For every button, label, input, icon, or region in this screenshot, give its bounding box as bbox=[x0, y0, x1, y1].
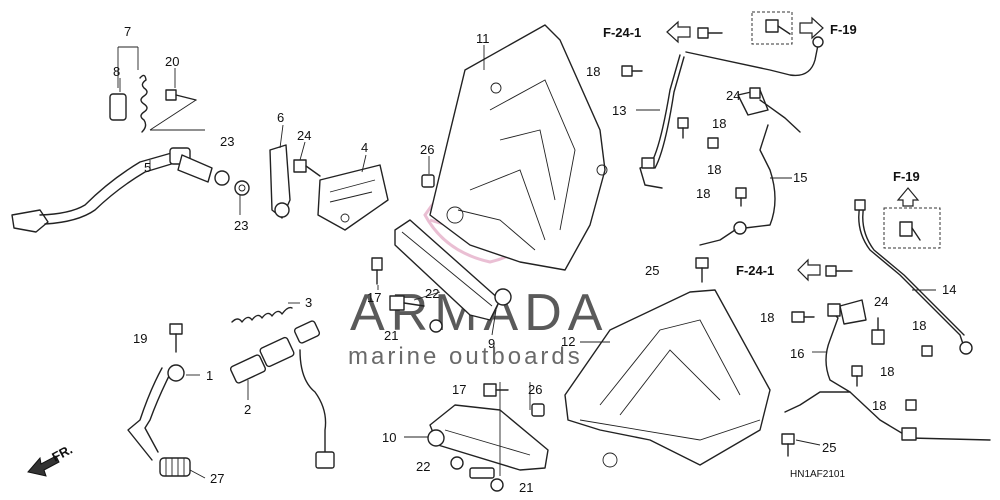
part-24-bolt-right bbox=[839, 299, 885, 345]
part-9-step bbox=[394, 219, 512, 321]
part-6-arm bbox=[269, 144, 291, 219]
callout-18c: 18 bbox=[707, 162, 721, 177]
callout-5: 5 bbox=[144, 160, 151, 175]
leader-lines bbox=[119, 45, 936, 479]
callout-23a: 23 bbox=[220, 134, 234, 149]
part-1-arm bbox=[127, 364, 185, 461]
front-direction-marker: FR. bbox=[27, 442, 75, 477]
callout-9: 9 bbox=[488, 336, 495, 351]
callout-18b: 18 bbox=[712, 116, 726, 131]
callout-20: 20 bbox=[165, 54, 179, 69]
part-3-spring bbox=[231, 306, 293, 323]
callout-3: 3 bbox=[305, 295, 312, 310]
diagram-code: HN1AF2101 bbox=[790, 469, 845, 480]
part-22-bolt-a bbox=[389, 295, 425, 311]
part-2-switch bbox=[229, 320, 335, 469]
callout-27: 27 bbox=[210, 471, 224, 486]
ref-f19-top: F-19 bbox=[799, 16, 857, 40]
part-cable-top bbox=[685, 36, 824, 77]
watermark-tagline: marine outboards bbox=[348, 343, 583, 370]
callout-15: 15 bbox=[793, 170, 807, 185]
callout-1: 1 bbox=[206, 368, 213, 383]
callout-17b: 17 bbox=[452, 382, 466, 397]
part-10-step bbox=[427, 404, 549, 471]
callout-26b: 26 bbox=[528, 382, 542, 397]
callout-18d: 18 bbox=[696, 186, 710, 201]
callout-labels: 7 8 20 5 23 23 6 24 4 26 11 18 13 24 18 … bbox=[113, 24, 956, 495]
part-24-bolt-left bbox=[293, 159, 321, 177]
ref-f19-top-label: F-19 bbox=[830, 22, 857, 37]
callout-16: 16 bbox=[790, 346, 804, 361]
callout-18h: 18 bbox=[872, 398, 886, 413]
callout-18g: 18 bbox=[880, 364, 894, 379]
ref-f19-right: F-19 bbox=[893, 169, 920, 207]
part-21-bolt-b bbox=[469, 467, 504, 492]
part-24-bracket-top bbox=[737, 87, 801, 133]
ref-f24-1-right: F-24-1 bbox=[736, 258, 821, 282]
part-21-bolt-a bbox=[429, 319, 443, 333]
callout-22a: 22 bbox=[425, 286, 439, 301]
callout-14: 14 bbox=[942, 282, 956, 297]
callout-23b: 23 bbox=[234, 218, 248, 233]
callout-24b: 24 bbox=[726, 88, 740, 103]
parts-18-bolts-top bbox=[621, 65, 747, 207]
ref-f24-1-right-label: F-24-1 bbox=[736, 263, 774, 278]
callout-24a: 24 bbox=[297, 128, 311, 143]
part-shaft-washers bbox=[177, 154, 250, 196]
part-14-cable bbox=[854, 199, 973, 355]
part-13-cable bbox=[639, 54, 685, 189]
part-17-bolt-b bbox=[483, 383, 509, 397]
callout-18e: 18 bbox=[760, 310, 774, 325]
ref-f24-1-top: F-24-1 bbox=[603, 20, 691, 44]
callout-10: 10 bbox=[382, 430, 396, 445]
callout-18f: 18 bbox=[912, 318, 926, 333]
callout-12: 12 bbox=[561, 334, 575, 349]
callout-17a: 17 bbox=[367, 290, 381, 305]
part-16-cable bbox=[784, 303, 991, 441]
callout-8: 8 bbox=[113, 64, 120, 79]
callout-21a: 21 bbox=[384, 328, 398, 343]
callout-7: 7 bbox=[124, 24, 131, 39]
part-20-bolt bbox=[149, 89, 205, 131]
callout-11: 11 bbox=[476, 31, 490, 46]
part-4-bracket bbox=[317, 164, 389, 231]
part-17-bolt-a bbox=[371, 257, 383, 285]
callout-25a: 25 bbox=[645, 263, 659, 278]
ref-f19-right-label: F-19 bbox=[893, 169, 920, 184]
callout-18a: 18 bbox=[586, 64, 600, 79]
callout-4: 4 bbox=[361, 140, 368, 155]
part-26-nut-b bbox=[531, 403, 545, 417]
callout-24c: 24 bbox=[874, 294, 888, 309]
part-27-grommet bbox=[159, 457, 191, 477]
part-12-cover bbox=[564, 289, 771, 468]
callout-26a: 26 bbox=[420, 142, 434, 157]
callout-22b: 22 bbox=[416, 459, 430, 474]
callout-25b: 25 bbox=[822, 440, 836, 455]
parts-18-bolts-right bbox=[791, 311, 933, 411]
ref-f24-1-top-label: F-24-1 bbox=[603, 25, 641, 40]
callout-19: 19 bbox=[133, 331, 147, 346]
parts-f24-f19-top-screws bbox=[697, 11, 793, 45]
callout-21b: 21 bbox=[519, 480, 533, 495]
part-7-8-springs bbox=[109, 46, 148, 133]
callout-13: 13 bbox=[612, 103, 626, 118]
part-25-bolt-a bbox=[695, 257, 709, 283]
parts-f19-f24-right-screws bbox=[825, 207, 941, 277]
part-26-nut bbox=[421, 174, 435, 188]
part-25-bolt-b bbox=[781, 433, 795, 457]
part-5-brake-pedal bbox=[11, 147, 191, 233]
part-15-cable bbox=[699, 124, 776, 246]
part-22-washer-b bbox=[450, 456, 464, 470]
callout-2: 2 bbox=[244, 402, 251, 417]
callout-6: 6 bbox=[277, 110, 284, 125]
part-11-cover bbox=[429, 24, 608, 271]
part-19-bolt bbox=[169, 323, 183, 353]
